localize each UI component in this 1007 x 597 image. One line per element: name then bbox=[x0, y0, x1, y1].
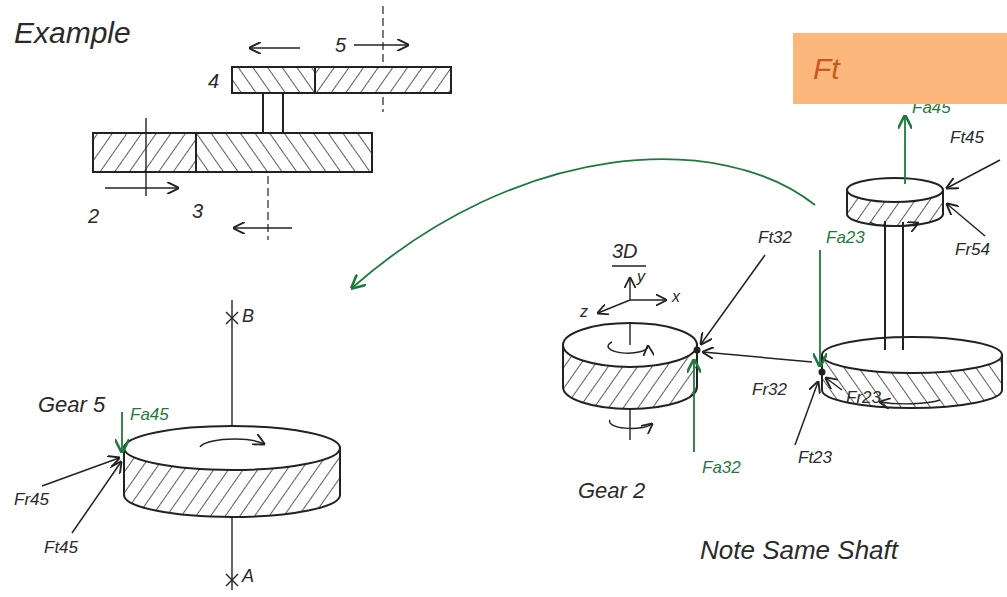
axis-label: z bbox=[580, 303, 588, 321]
sketch-line bbox=[630, 299, 666, 300]
sketch-path bbox=[200, 439, 264, 447]
highlight-text: Ft bbox=[813, 52, 840, 86]
sketch-line bbox=[795, 382, 818, 445]
force-label: Fa45 bbox=[130, 405, 169, 425]
force-label: Ft45 bbox=[950, 128, 984, 148]
force-label: Ft32 bbox=[758, 228, 792, 248]
sketch-line bbox=[826, 378, 842, 390]
sketch-line bbox=[701, 255, 765, 344]
sketch-line bbox=[629, 278, 630, 300]
sketch-line bbox=[354, 44, 408, 46]
sketch-line bbox=[598, 300, 630, 313]
sketch-circle bbox=[820, 370, 825, 375]
force-label: Fa23 bbox=[826, 228, 865, 248]
sketch-line bbox=[612, 265, 646, 266]
sketch-ellipse bbox=[124, 426, 340, 470]
sketch-path bbox=[226, 574, 238, 586]
sketch-line bbox=[629, 323, 630, 345]
force-label: Fr54 bbox=[955, 240, 990, 260]
sketch-path bbox=[880, 400, 940, 404]
sketch-line bbox=[904, 116, 906, 184]
axis-label: x bbox=[672, 288, 680, 306]
gear-2-drawing bbox=[563, 255, 812, 452]
sketch-rect bbox=[93, 133, 196, 172]
sketch-path bbox=[610, 420, 652, 428]
sketch-line bbox=[902, 222, 904, 350]
force-label: Fr45 bbox=[14, 490, 49, 510]
gear-train-section bbox=[93, 6, 451, 240]
part-number: 3 bbox=[192, 200, 203, 223]
part-number: 4 bbox=[208, 70, 219, 93]
sketch-circle bbox=[695, 348, 700, 353]
axis-label: y bbox=[637, 268, 645, 286]
title-text: Example bbox=[14, 16, 131, 51]
sketch-line bbox=[145, 118, 146, 196]
force-label: Ft23 bbox=[798, 448, 832, 468]
gear-5-drawing bbox=[42, 300, 340, 590]
force-label: Fr32 bbox=[752, 380, 787, 400]
link-arrow bbox=[352, 159, 815, 288]
gear-name: Gear 2 bbox=[578, 478, 645, 503]
sketch-path bbox=[870, 222, 918, 226]
sketch-line bbox=[947, 204, 985, 236]
sketch-line bbox=[382, 97, 383, 112]
sketch-rect bbox=[315, 67, 451, 93]
highlight-box: Ft bbox=[793, 33, 1007, 104]
sketch-line bbox=[693, 360, 695, 452]
sketch-rect bbox=[196, 133, 372, 172]
part-number: 5 bbox=[335, 34, 346, 57]
sketch-line bbox=[72, 462, 121, 533]
sketch-line bbox=[382, 6, 383, 62]
sketch-ellipse bbox=[563, 323, 697, 367]
force-label: Fa32 bbox=[702, 458, 741, 478]
sketch-line bbox=[250, 47, 300, 49]
sketch-line bbox=[629, 409, 630, 440]
sketch-ellipse bbox=[822, 337, 1002, 373]
sketch-line bbox=[262, 93, 264, 133]
bearing-label: A bbox=[242, 566, 254, 587]
force-label: Fr23 bbox=[846, 388, 881, 408]
sketch-ellipse bbox=[847, 178, 943, 202]
sketch-path bbox=[226, 312, 238, 324]
sketch-line bbox=[819, 250, 821, 366]
sketch-line bbox=[947, 160, 1000, 188]
part-number: 2 bbox=[88, 205, 99, 228]
sketch-line bbox=[234, 227, 292, 229]
sketch-rect bbox=[232, 67, 315, 93]
note-text: Note Same Shaft bbox=[700, 536, 898, 566]
sketch-line bbox=[884, 221, 886, 350]
sketch-line bbox=[105, 187, 178, 189]
bearing-label: B bbox=[242, 306, 254, 327]
sketch-line bbox=[282, 93, 284, 133]
gear-3-4-drawing bbox=[795, 116, 1002, 445]
gear-name: Gear 5 bbox=[38, 392, 105, 417]
force-label: Ft45 bbox=[44, 538, 78, 558]
view-label: 3D bbox=[612, 240, 638, 263]
sketch-line bbox=[267, 176, 268, 240]
sketch-line bbox=[703, 352, 812, 362]
sketch-line bbox=[121, 412, 123, 452]
sketch-path bbox=[608, 342, 648, 353]
